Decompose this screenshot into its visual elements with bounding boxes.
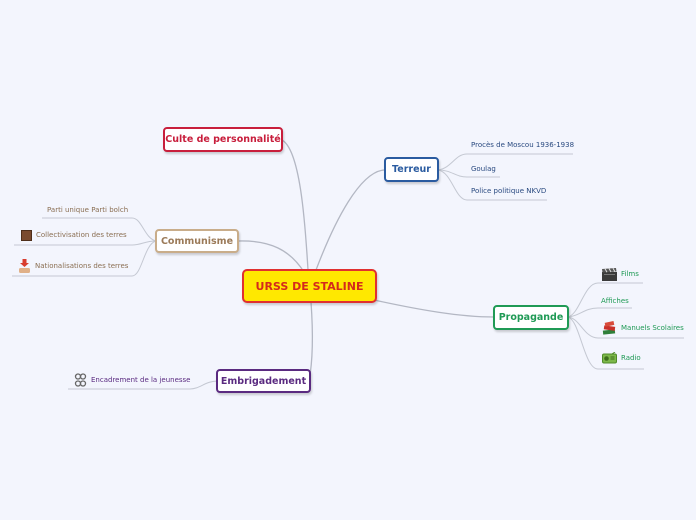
leaf-label: Nationalisations des terres bbox=[35, 261, 129, 270]
leaf-label: Police politique NKVD bbox=[471, 187, 547, 195]
central-topic-label: URSS DE STALINE bbox=[255, 279, 364, 293]
leaf-affiches[interactable]: Affiches bbox=[601, 298, 629, 305]
chain-icon bbox=[74, 373, 87, 387]
books-icon bbox=[602, 321, 617, 335]
leaf-manuels-scolaires[interactable]: Manuels Scolaires bbox=[602, 321, 684, 335]
clapperboard-icon bbox=[602, 268, 617, 281]
leaf-label: Goulag bbox=[471, 165, 496, 173]
topic-label: Terreur bbox=[392, 164, 431, 175]
topic-label: Culte de personnalité bbox=[165, 134, 281, 145]
leaf-label: Affiches bbox=[601, 297, 629, 305]
topic-terreur[interactable]: Terreur bbox=[384, 157, 439, 182]
topic-label: Propagande bbox=[498, 312, 564, 323]
leaf-label: Collectivisation des terres bbox=[36, 231, 127, 239]
leaf-collectivisation[interactable]: Collectivisation des terres bbox=[21, 230, 127, 241]
leaf-parti-unique[interactable]: Parti unique Parti bolch bbox=[47, 207, 128, 214]
hand-download-icon bbox=[18, 259, 31, 273]
topic-culte-personnalite[interactable]: Culte de personnalité bbox=[163, 127, 283, 152]
radio-icon bbox=[602, 351, 617, 364]
topic-label: Communisme bbox=[160, 235, 234, 247]
leaf-films[interactable]: Films bbox=[602, 268, 639, 281]
topic-embrigadement[interactable]: Embrigadement bbox=[216, 369, 311, 393]
leaf-label: Parti unique Parti bolch bbox=[47, 206, 129, 214]
leaf-nationalisations[interactable]: Nationalisations des terres bbox=[18, 259, 128, 273]
leaf-label: Procès de Moscou 1936-1938 bbox=[471, 141, 575, 149]
leaf-label: Radio bbox=[621, 353, 641, 362]
leaf-label: Films bbox=[621, 270, 639, 278]
topic-label: Embrigadement bbox=[220, 375, 307, 387]
brown-square-icon bbox=[21, 230, 32, 241]
topic-propagande[interactable]: Propagande bbox=[493, 305, 569, 330]
leaf-encadrement-jeunesse[interactable]: Encadrement de la jeunesse bbox=[74, 373, 190, 387]
leaf-police-nkvd[interactable]: Police politique NKVD bbox=[471, 188, 546, 195]
topic-communisme[interactable]: Communisme bbox=[155, 229, 239, 253]
leaf-proces-moscou[interactable]: Procès de Moscou 1936-1938 bbox=[471, 142, 574, 149]
leaf-radio[interactable]: Radio bbox=[602, 351, 641, 364]
leaf-goulag[interactable]: Goulag bbox=[471, 166, 496, 173]
leaf-label: Manuels Scolaires bbox=[621, 323, 684, 332]
leaf-label: Encadrement de la jeunesse bbox=[91, 375, 191, 384]
central-topic[interactable]: URSS DE STALINE bbox=[242, 269, 377, 303]
